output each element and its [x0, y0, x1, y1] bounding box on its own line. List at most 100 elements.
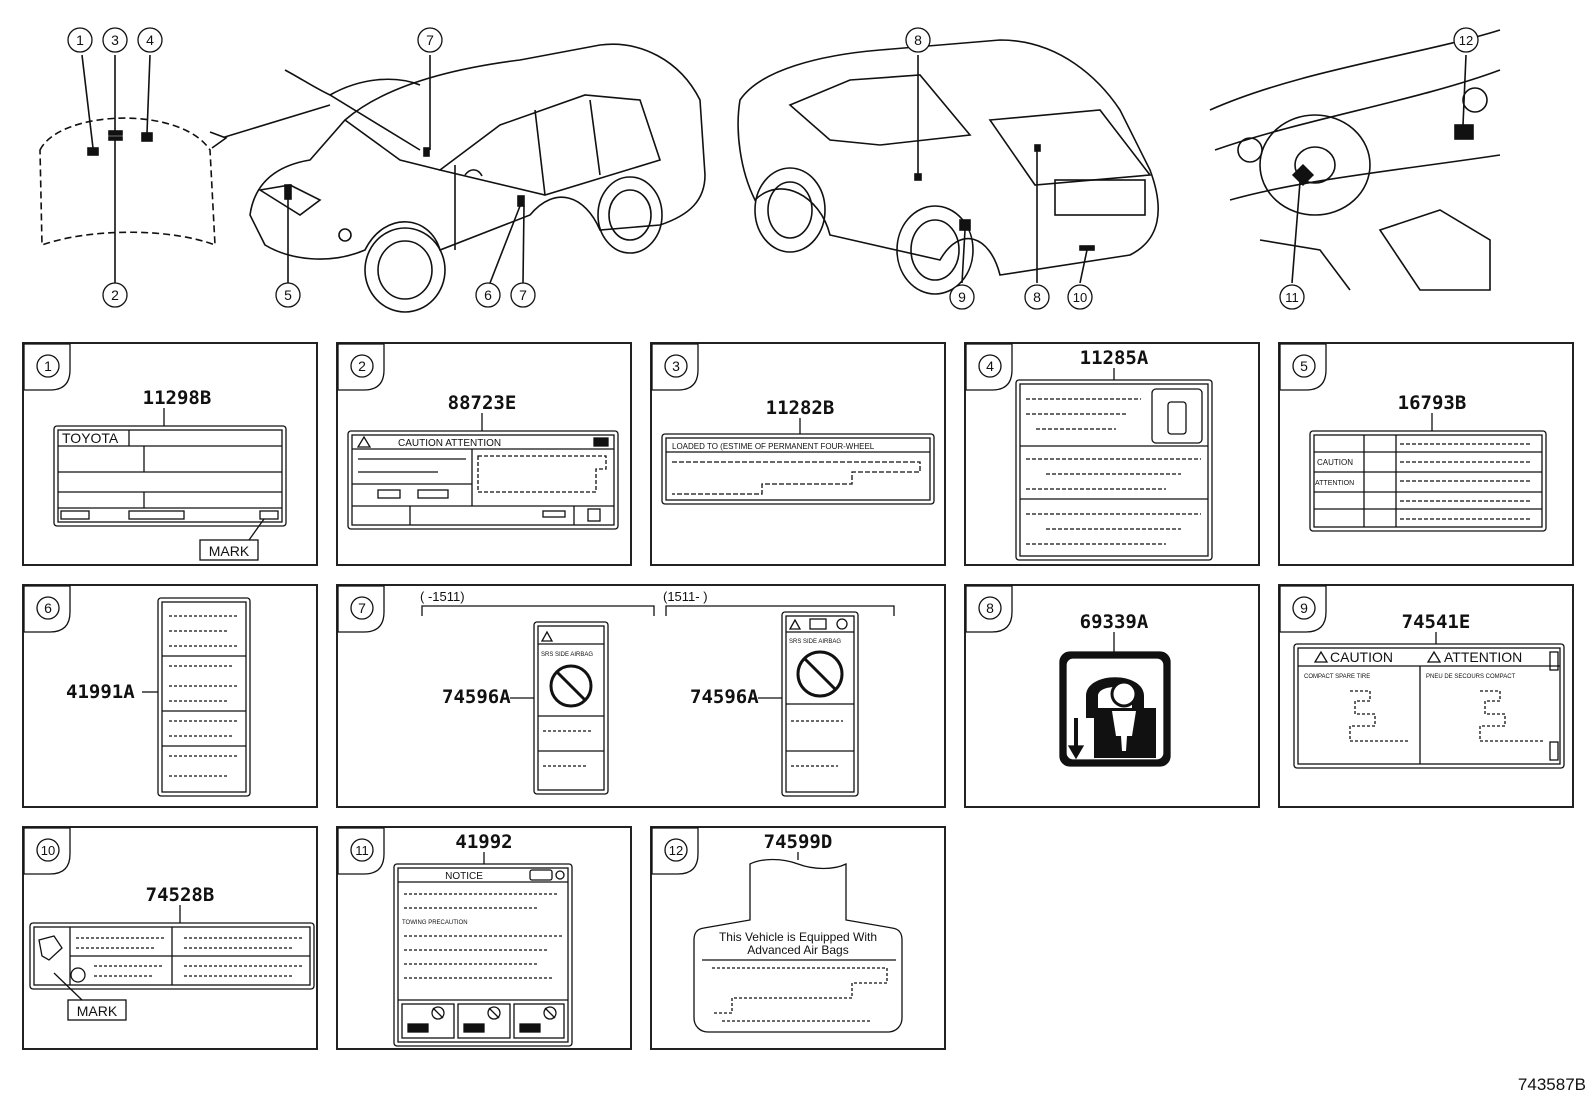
- callout-8a: 8: [905, 27, 931, 53]
- right-subtitle: PNEU DE SECOURS COMPACT: [1426, 674, 1516, 680]
- callout-10: 10: [1067, 284, 1093, 310]
- panel-2: 2 88723E CAUTION ATTENTION: [336, 342, 632, 566]
- left-subtitle: COMPACT SPARE TIRE: [1304, 674, 1370, 680]
- callout-8b: 8: [1024, 284, 1050, 310]
- svg-text:12: 12: [1459, 33, 1473, 48]
- mark-label: MARK: [209, 543, 250, 559]
- panel-11: 11 41992 NOTICE TOWING PRECAUTION: [336, 826, 632, 1050]
- panel-number: 2: [358, 358, 366, 374]
- label-outline: [693, 858, 903, 1033]
- svg-text:4: 4: [146, 32, 154, 48]
- label-outline: [661, 433, 935, 505]
- part-code: 41992: [455, 831, 512, 853]
- svg-text:8: 8: [914, 32, 922, 48]
- srs-text-a: SRS SIDE AIRBAG: [541, 652, 593, 658]
- label-outline: [1309, 430, 1547, 532]
- caution-row: CAUTION: [1317, 458, 1353, 467]
- panel-6: 6 41991A: [22, 584, 318, 808]
- panel-number: 11: [355, 843, 369, 858]
- panel-number: 5: [1300, 358, 1308, 374]
- towing-subtitle: TOWING PRECAUTION: [402, 920, 468, 926]
- callout-2: 2: [102, 282, 128, 308]
- dashboard-illustration: [1209, 29, 1501, 291]
- svg-text:7: 7: [519, 287, 527, 303]
- callout-4: 4: [137, 27, 163, 53]
- label-outline: [1015, 379, 1213, 561]
- label-outline: [53, 425, 287, 527]
- panel-number: 3: [672, 358, 680, 374]
- panel-number: 4: [986, 358, 994, 374]
- panel-1: 1 11298B TOYOTA MARK: [22, 342, 318, 566]
- part-code: 16793B: [1398, 392, 1467, 414]
- svg-text:9: 9: [958, 289, 966, 305]
- airbag-label-a: [533, 621, 609, 795]
- panel-number: 6: [44, 600, 52, 616]
- label-outline: [393, 863, 573, 1047]
- part-code-a: 74596A: [442, 686, 511, 708]
- panel-8: 8 69339A: [964, 584, 1260, 808]
- callout-6: 6: [475, 282, 501, 308]
- range-after-1511: (1511- ): [663, 589, 708, 604]
- hood-illustration: [39, 54, 331, 283]
- panel-3: 3 11282B LOADED TO (ESTIME OF PERMANENT …: [650, 342, 946, 566]
- rear-car-illustration: [737, 39, 1159, 295]
- mark-label: MARK: [77, 1003, 118, 1019]
- part-code: 69339A: [1080, 611, 1149, 633]
- label-outline: [157, 597, 251, 797]
- panel-number: 9: [1300, 600, 1308, 616]
- part-code: 88723E: [448, 392, 517, 414]
- part-code: 74541E: [1402, 611, 1471, 633]
- airbag-line-1: This Vehicle is Equipped With: [719, 930, 877, 944]
- part-code: 41991A: [66, 681, 135, 703]
- label-outline: [347, 430, 619, 530]
- svg-text:11: 11: [1285, 290, 1299, 305]
- panel-number: 10: [41, 843, 55, 858]
- callout-7b: 7: [510, 282, 536, 308]
- panel-number: 7: [358, 600, 366, 616]
- notice-title: NOTICE: [445, 871, 483, 882]
- panel-9: 9 74541E CAUTION ATTENTION COMPACT SPARE…: [1278, 584, 1574, 808]
- label-outline: [1293, 643, 1565, 769]
- brand-text: TOYOTA: [62, 430, 119, 446]
- srs-text-b: SRS SIDE AIRBAG: [789, 639, 841, 645]
- svg-text:7: 7: [426, 32, 434, 48]
- attention-row: ATTENTION: [1315, 480, 1354, 487]
- panel-5: 5 16793B CAUTION ATTENTION: [1278, 342, 1574, 566]
- panel-12: 12 74599D This Vehicle is Equipped With …: [650, 826, 946, 1050]
- label-caption: CAUTION ATTENTION: [398, 438, 501, 449]
- range-before-1511: ( -1511): [420, 589, 465, 604]
- attention-text: ATTENTION: [1444, 649, 1522, 665]
- vehicle-overview-illustration: 1 3 4 2 7 5 6 7 8 9 8 10 11 12: [39, 27, 1501, 313]
- airbag-label-b: [781, 611, 859, 797]
- label-caption: LOADED TO (ESTIME OF PERMANENT FOUR-WHEE…: [672, 442, 875, 451]
- svg-text:8: 8: [1033, 289, 1041, 305]
- panel-number: 1: [44, 358, 52, 374]
- label-outline: [29, 922, 315, 990]
- panel-4: 4 11285A: [964, 342, 1260, 566]
- part-code: 11298B: [143, 387, 212, 409]
- callout-1: 1: [67, 27, 93, 53]
- callout-12: 12: [1453, 27, 1479, 53]
- callout-markers: 1 3 4 2 7 5 6 7 8 9 8 10 11 12: [67, 27, 1479, 310]
- airbag-line-2: Advanced Air Bags: [747, 943, 848, 957]
- callout-11: 11: [1279, 284, 1305, 310]
- svg-text:5: 5: [284, 287, 292, 303]
- child-lock-icon: [1059, 651, 1171, 767]
- svg-text:1: 1: [76, 32, 84, 48]
- callout-3: 3: [102, 27, 128, 53]
- callout-7a: 7: [417, 27, 443, 53]
- svg-text:3: 3: [111, 32, 119, 48]
- caution-text: CAUTION: [1330, 649, 1393, 665]
- part-code-b: 74596A: [690, 686, 759, 708]
- svg-text:10: 10: [1073, 290, 1087, 305]
- panel-10: 10 74528B MARK: [22, 826, 318, 1050]
- callout-5: 5: [275, 282, 301, 308]
- part-code: 11285A: [1080, 347, 1149, 369]
- panel-7: 7 ( -1511) (1511- ) 74596A SRS SIDE AIRB…: [336, 584, 946, 808]
- callout-9: 9: [949, 284, 975, 310]
- front-car-illustration: [249, 43, 706, 313]
- panel-number: 8: [986, 600, 994, 616]
- part-code: 11282B: [766, 397, 835, 419]
- panel-number: 12: [669, 843, 683, 858]
- catalog-id: 743587B: [1517, 1075, 1586, 1094]
